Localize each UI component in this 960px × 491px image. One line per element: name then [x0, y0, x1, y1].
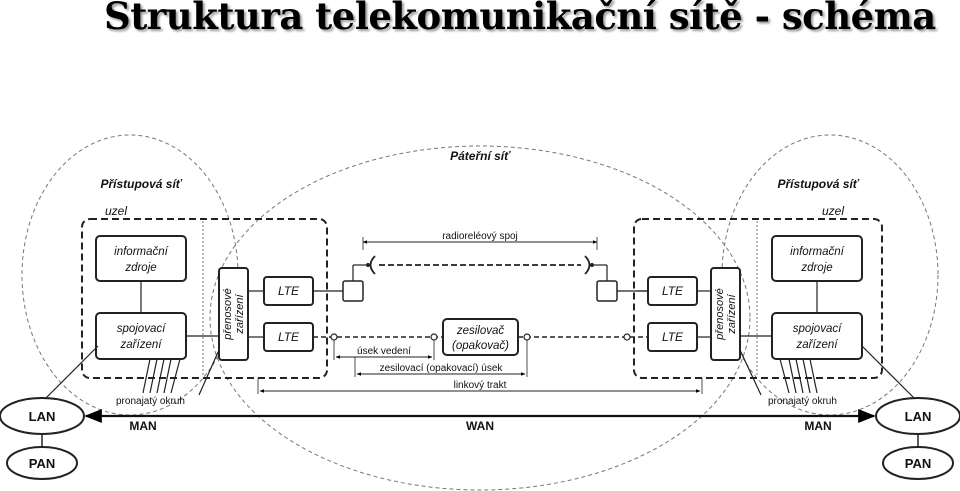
svg-text:přenosové: přenosové	[714, 288, 726, 340]
line-section-label: úsek vedení	[357, 346, 411, 357]
svg-text:zesilovač: zesilovač	[456, 325, 505, 337]
svg-text:PAN: PAN	[905, 456, 931, 471]
pan-right	[882, 446, 954, 480]
node-right-box	[633, 218, 883, 379]
pan-left	[6, 446, 78, 480]
man-left-label: MAN	[129, 419, 156, 433]
svg-text:informační: informační	[114, 246, 169, 258]
page-title: Struktura telekomunikační sítě - schéma	[104, 0, 936, 38]
info-sources-right	[771, 235, 863, 282]
transmission-equipment-right	[710, 267, 741, 361]
switching-equipment-right	[771, 312, 863, 360]
node-right-label: uzel	[822, 204, 844, 218]
leased-circuit-left-label: pronajatý okruh	[116, 396, 185, 407]
access-left-label: Přístupová síť	[100, 177, 182, 191]
svg-text:zdroje: zdroje	[124, 262, 156, 274]
svg-text:přenosové: přenosové	[222, 288, 234, 340]
line-path-label: linkový trakt	[454, 380, 507, 391]
access-right-label: Přístupová síť	[777, 177, 859, 191]
antenna-right-icon	[584, 255, 591, 275]
svg-text:LAN: LAN	[905, 409, 932, 424]
backbone-boundary	[209, 145, 751, 491]
wan-label: WAN	[466, 419, 494, 433]
node-left-label: uzel	[105, 204, 127, 218]
svg-text:zařízení: zařízení	[234, 293, 246, 334]
repeater-box	[442, 318, 519, 356]
svg-text:LAN: LAN	[29, 409, 56, 424]
svg-text:zařízení: zařízení	[726, 293, 738, 334]
node-left-box	[81, 218, 328, 379]
access-right-boundary	[721, 134, 939, 416]
svg-text:spojovací: spojovací	[117, 323, 167, 335]
svg-text:LTE: LTE	[278, 284, 300, 298]
radio-link-label: radioreléový spoj	[442, 231, 518, 242]
man-right-label: MAN	[804, 419, 831, 433]
radio-unit-left	[342, 280, 364, 302]
repeater-section-label: zesilovací (opakovací) úsek	[380, 363, 504, 374]
switching-equipment-left	[95, 312, 187, 360]
transmission-equipment-left	[218, 267, 249, 361]
svg-text:(opakovač): (opakovač)	[452, 340, 509, 352]
svg-text:PAN: PAN	[29, 456, 55, 471]
svg-text:LTE: LTE	[662, 330, 684, 344]
leased-circuit-right-label: pronajatý okruh	[768, 396, 837, 407]
svg-text:zařízení: zařízení	[796, 339, 840, 351]
radio-unit-right	[596, 280, 618, 302]
info-sources-left	[95, 235, 187, 282]
svg-text:LTE: LTE	[278, 330, 300, 344]
svg-text:spojovací: spojovací	[793, 323, 843, 335]
svg-text:zařízení: zařízení	[120, 339, 164, 351]
svg-text:informační: informační	[790, 246, 845, 258]
antenna-left-icon	[369, 255, 376, 275]
svg-text:zdroje: zdroje	[800, 262, 832, 274]
svg-text:LTE: LTE	[662, 284, 684, 298]
backbone-label: Páteřní síť	[450, 149, 511, 163]
